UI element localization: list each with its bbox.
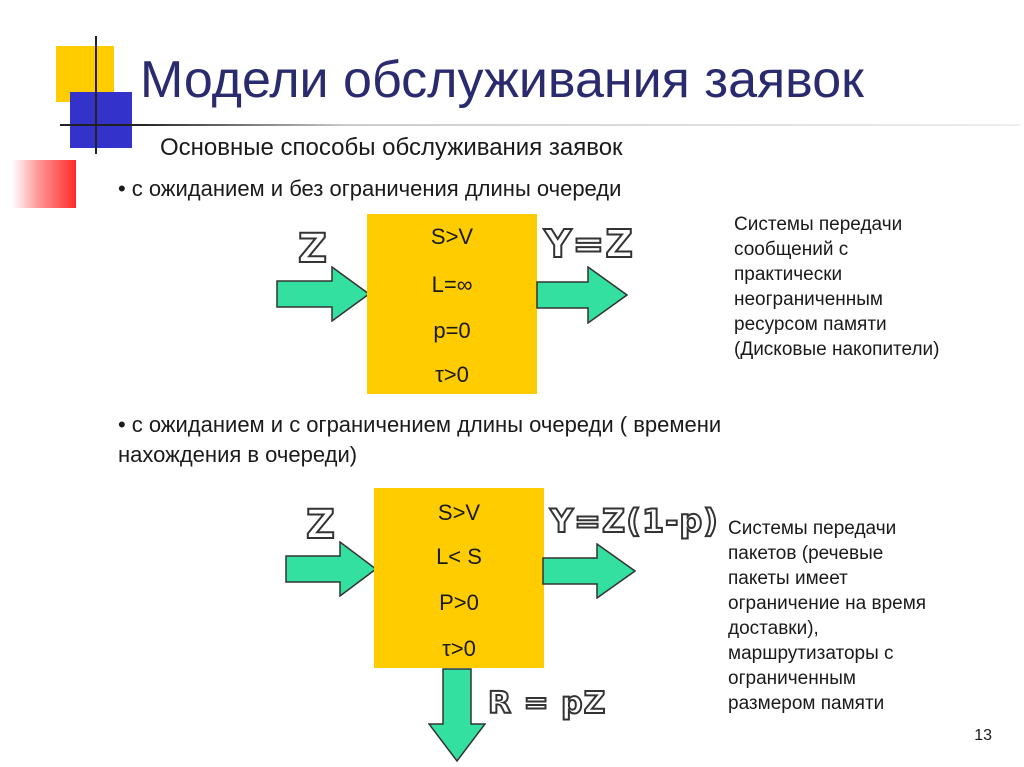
note-line: размером памяти xyxy=(728,693,885,714)
box-line: τ>0 xyxy=(442,636,476,661)
note-line: доставки), xyxy=(728,618,819,639)
bullet-unlimited-queue: •с ожиданием и без ограничения длины оче… xyxy=(118,176,621,202)
output-arrow-1 xyxy=(536,266,628,324)
input-arrow-2 xyxy=(285,541,377,597)
slide-title: Модели обслуживания заявок xyxy=(140,51,864,109)
bullet-mark: • xyxy=(118,412,126,437)
box-line: S>V xyxy=(430,224,474,249)
bullet-text: с ожиданием и без ограничения длины очер… xyxy=(131,176,622,201)
box-line: p=0 xyxy=(433,318,471,343)
box-line: P>0 xyxy=(439,590,479,615)
note-line: Системы передачи xyxy=(734,214,903,235)
note-line: ограничение на время xyxy=(728,593,927,614)
note-line: (Дисковые накопители) xyxy=(734,339,940,360)
decor-vertical-line xyxy=(95,36,97,154)
output-label-2: Y=Z(1-p) xyxy=(549,501,719,541)
box-line: τ>0 xyxy=(435,362,469,387)
note-line: ресурсом памяти xyxy=(734,314,887,335)
slide-subtitle: Основные способы обслуживания заявок xyxy=(160,134,623,161)
note-line: неограниченным xyxy=(734,289,883,310)
decor-red-gradient xyxy=(12,160,76,208)
bullet-mark: • xyxy=(118,176,126,201)
box-line: S>V xyxy=(437,500,481,525)
note-line: пакеты имеет xyxy=(728,568,848,589)
input-arrow-1 xyxy=(276,266,370,322)
note-line: сообщений с xyxy=(734,239,849,260)
note-line: практически xyxy=(734,264,843,285)
decor-blue-square xyxy=(70,92,132,148)
note-line: Системы передачи xyxy=(728,518,897,539)
input-label-1: Z xyxy=(297,225,329,273)
server-box-1: S>V L=∞ p=0 τ>0 xyxy=(367,214,537,394)
note-message-systems: Системы передачи сообщений с практически… xyxy=(734,212,1014,362)
output-label-1: Y=Z xyxy=(543,221,634,267)
loss-label: R = pZ xyxy=(487,685,607,722)
note-line: пакетов (речевые xyxy=(728,543,884,564)
note-line: ограниченным xyxy=(728,668,856,689)
box-line: L< S xyxy=(436,544,482,569)
note-line: маршрутизаторы с xyxy=(728,643,894,664)
page-number: 13 xyxy=(974,727,992,744)
decor-horizontal-line xyxy=(60,124,1020,126)
box-line: L=∞ xyxy=(431,272,473,297)
bullet-text-continued: нахождения в очереди) xyxy=(118,442,358,467)
bullet-text: с ожиданием и с ограничением длины очере… xyxy=(131,412,722,437)
input-label-2: Z xyxy=(305,501,337,549)
bullet-limited-queue: •с ожиданием и с ограничением длины очер… xyxy=(118,410,721,470)
output-arrow-2 xyxy=(542,543,636,599)
server-box-2: S>V L< S P>0 τ>0 xyxy=(374,488,544,668)
loss-arrow xyxy=(428,668,486,762)
note-packet-systems: Системы передачи пакетов (речевые пакеты… xyxy=(728,516,1013,716)
